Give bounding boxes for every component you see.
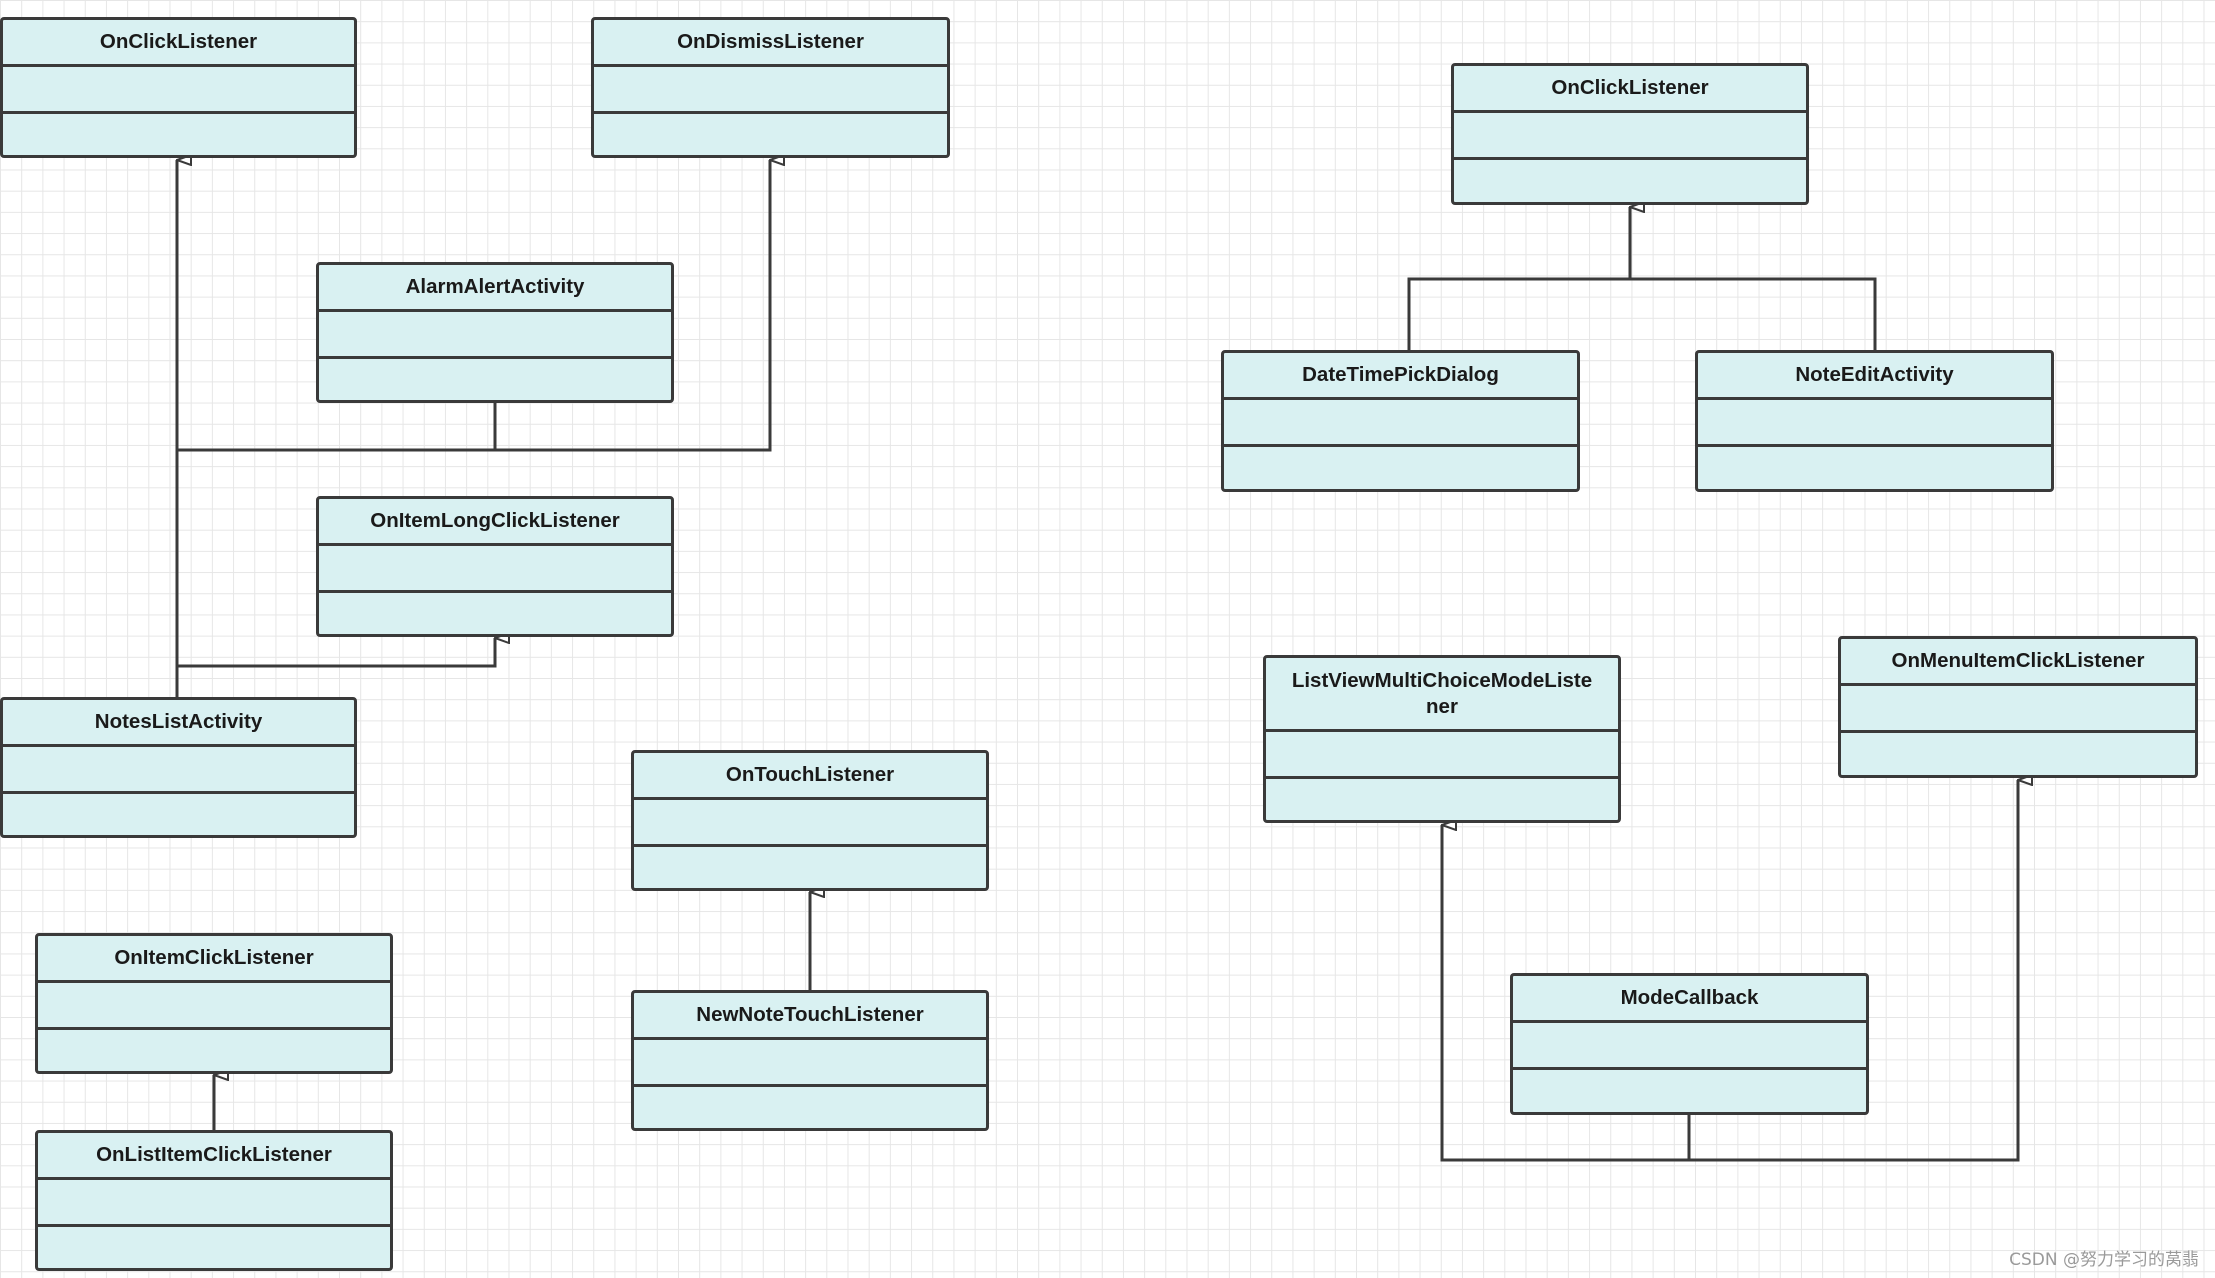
class-name: OnItemClickListener	[38, 936, 390, 983]
line-modecallback-to-listview	[1440, 825, 1689, 1162]
class-attributes	[319, 312, 671, 359]
class-methods	[1513, 1070, 1866, 1112]
class-methods	[634, 1087, 986, 1128]
class-name: NotesListActivity	[3, 700, 354, 747]
class-name: ListViewMultiChoiceModeListe ner	[1266, 658, 1618, 732]
line-noteslist-to-onitemlongclick	[177, 638, 495, 668]
class-methods	[38, 1030, 390, 1071]
class-attributes	[1698, 400, 2051, 447]
class-box-onlistitemclicklistener[interactable]: OnListItemClickListener	[35, 1130, 393, 1271]
class-attributes	[3, 67, 354, 114]
class-box-listviewmultichoicemodelistener[interactable]: ListViewMultiChoiceModeListe ner	[1263, 655, 1621, 823]
class-box-datetimepickdialog[interactable]: DateTimePickDialog	[1221, 350, 1580, 492]
class-attributes	[38, 983, 390, 1030]
class-name: OnListItemClickListener	[38, 1133, 390, 1180]
class-box-noteslistactivity[interactable]: NotesListActivity	[0, 697, 357, 838]
class-methods	[319, 359, 671, 400]
class-name: DateTimePickDialog	[1224, 353, 1577, 400]
class-box-ondismisslistener[interactable]: OnDismissListener	[591, 17, 950, 158]
class-box-alarmalertactivity[interactable]: AlarmAlertActivity	[316, 262, 674, 403]
class-attributes	[1841, 686, 2195, 733]
class-methods	[38, 1227, 390, 1268]
class-attributes	[594, 67, 947, 114]
class-name: OnClickListener	[3, 20, 354, 67]
class-methods	[1224, 447, 1577, 489]
class-name: NewNoteTouchListener	[634, 993, 986, 1040]
class-name: OnMenuItemClickListener	[1841, 639, 2195, 686]
class-name: OnClickListener	[1454, 66, 1806, 113]
class-methods	[1266, 779, 1618, 820]
class-box-ontouchlistener[interactable]: OnTouchListener	[631, 750, 989, 891]
class-methods	[634, 847, 986, 888]
class-attributes	[1266, 732, 1618, 779]
class-attributes	[38, 1180, 390, 1227]
class-attributes	[1513, 1023, 1866, 1070]
class-attributes	[319, 546, 671, 593]
class-name: NoteEditActivity	[1698, 353, 2051, 400]
class-attributes	[634, 1040, 986, 1087]
class-methods	[3, 794, 354, 835]
class-box-onitemclicklistener[interactable]: OnItemClickListener	[35, 933, 393, 1074]
class-attributes	[3, 747, 354, 794]
class-box-modecallback[interactable]: ModeCallback	[1510, 973, 1869, 1115]
class-box-onmenuitemclicklistener[interactable]: OnMenuItemClickListener	[1838, 636, 2198, 778]
class-methods	[1698, 447, 2051, 489]
class-methods	[594, 114, 947, 155]
line-alarm-joint	[177, 403, 497, 452]
class-name: OnTouchListener	[634, 753, 986, 800]
class-methods	[1454, 160, 1806, 202]
class-attributes	[634, 800, 986, 847]
watermark: CSDN @努力学习的莴翡	[2009, 1250, 2199, 1270]
class-name: OnDismissListener	[594, 20, 947, 67]
class-name: ModeCallback	[1513, 976, 1866, 1023]
class-attributes	[1224, 400, 1577, 447]
class-attributes	[1454, 113, 1806, 160]
class-box-onclicklistener-left[interactable]: OnClickListener	[0, 17, 357, 158]
class-box-onclicklistener-right[interactable]: OnClickListener	[1451, 63, 1809, 205]
class-methods	[1841, 733, 2195, 775]
class-box-noteeditactivity[interactable]: NoteEditActivity	[1695, 350, 2054, 492]
class-name: OnItemLongClickListener	[319, 499, 671, 546]
class-box-newnotetouchlistener[interactable]: NewNoteTouchListener	[631, 990, 989, 1131]
line-alarm-to-ondismiss	[495, 160, 770, 452]
class-box-onitemlongclicklistener[interactable]: OnItemLongClickListener	[316, 496, 674, 637]
line-datetime-joint	[1407, 277, 1877, 351]
class-methods	[3, 114, 354, 155]
class-name: AlarmAlertActivity	[319, 265, 671, 312]
class-methods	[319, 593, 671, 634]
line-modecallback-to-onmenuitem	[1689, 780, 2018, 1162]
